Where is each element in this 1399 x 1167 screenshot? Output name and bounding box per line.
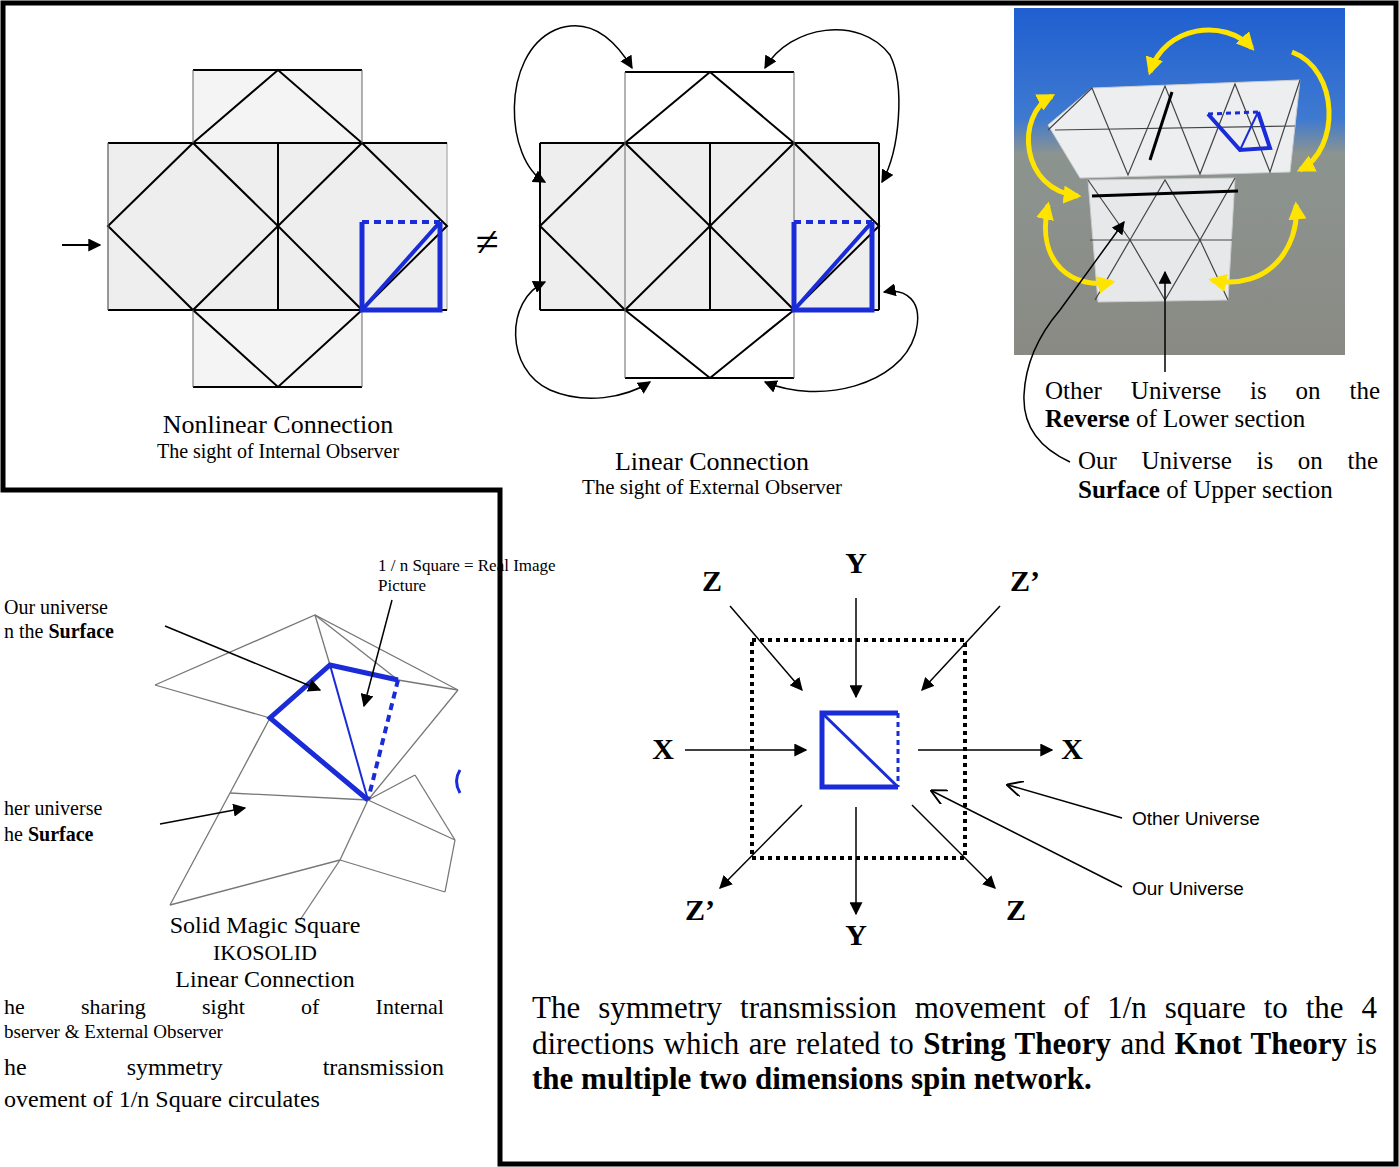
photo [1014,8,1345,355]
label-text: The sight of Internal Observer [157,440,399,462]
label-text: he symmetry transmission [4,1054,444,1080]
label-line: Y [845,546,867,581]
label-line: Linear Connection [615,447,809,477]
label-text: IKOSOLID [213,940,317,965]
label-text: Y [845,918,867,951]
label-line: Z’ [685,893,715,928]
label-line: Z [1006,893,1026,928]
leader-lines [160,600,392,824]
label-text: Linear Connection [175,966,354,992]
nonlinear-net [108,70,447,387]
label-text: Z [702,564,722,597]
label-text: Other Universe [1132,808,1260,829]
label-line: he Surface [4,823,93,846]
label-line: ≠ [475,218,498,266]
label-line: Z [702,564,722,599]
label-line: Linear Connection [175,966,354,994]
ikosolid [155,615,460,920]
label-text: Linear Connection [615,447,809,476]
label-text: Knot Theory [1175,1026,1347,1061]
label-text: X [652,732,674,765]
label-line: X [1061,732,1083,767]
label-line: n the Surface [4,620,114,643]
label-text: Surface [28,823,94,845]
label-text: Y [845,546,867,579]
label-line: her universe [4,797,102,820]
label-text: Z’ [1010,564,1040,597]
label-text: X [1061,732,1083,765]
label-line: Other Universe [1132,808,1260,830]
label-text: 1 / n Square = Real Image Picture [378,556,556,595]
label-line: Our Universe [1132,878,1244,900]
label-text: ≠ [475,219,498,265]
label-text: Surface [48,620,114,642]
label-text: Our universe [4,596,108,618]
label-text: of Lower section [1136,405,1305,432]
label-text: Z [1006,893,1026,926]
label-line: he symmetry transmission [4,1054,444,1082]
label-line: The symmetry transmission movement of 1/… [532,990,1377,1097]
label-text: Our Universe [1132,878,1244,899]
label-line: Reverse of Lower section [1045,405,1305,434]
label-text: The sight of External Observer [582,475,842,499]
label-text: Reverse [1045,405,1130,432]
label-line: ovement of 1/n Square circulates [4,1086,320,1114]
label-text: Surface [1078,476,1160,503]
label-text: bserver & External Observer [4,1021,223,1042]
label-text: n the [4,620,43,642]
label-line: Nonlinear Connection [163,410,393,440]
label-text: Other Universe is on the [1045,377,1380,404]
label-text: ovement of 1/n Square circulates [4,1086,320,1112]
label-line: Z’ [1010,564,1040,599]
label-text: is [1356,1026,1377,1061]
label-line: IKOSOLID [213,940,317,965]
linear-net [514,26,917,398]
label-text: String Theory [923,1026,1111,1061]
frame [3,3,1396,1164]
label-text: of Upper section [1166,476,1333,503]
label-line: Solid Magic Square [170,912,361,940]
label-line: The sight of Internal Observer [157,440,399,463]
label-text: and [1120,1026,1165,1061]
label-text: Solid Magic Square [170,912,361,938]
label-line: Our universe [4,596,108,619]
label-text: Z’ [685,893,715,926]
label-line: X [652,732,674,767]
label-text: the multiple two dimensions spin network… [532,1061,1092,1096]
label-line: he sharing sight of Internal [4,994,444,1019]
label-line: bserver & External Observer [4,1021,223,1043]
arrow [62,244,100,246]
label-line: Other Universe is on the [1045,377,1380,406]
label-line: Y [845,918,867,953]
spin-network [685,598,1122,914]
label-text: he sharing sight of Internal [4,994,444,1019]
label-line: The sight of External Observer [582,475,842,499]
label-text: Our Universe is on the [1078,447,1378,474]
label-line: Surface of Upper section [1078,476,1333,505]
label-text: Nonlinear Connection [163,410,393,439]
label-text: he [4,823,23,845]
label-line: 1 / n Square = Real Image Picture [378,556,593,595]
label-line: Our Universe is on the [1078,447,1378,476]
label-text: her universe [4,797,102,819]
